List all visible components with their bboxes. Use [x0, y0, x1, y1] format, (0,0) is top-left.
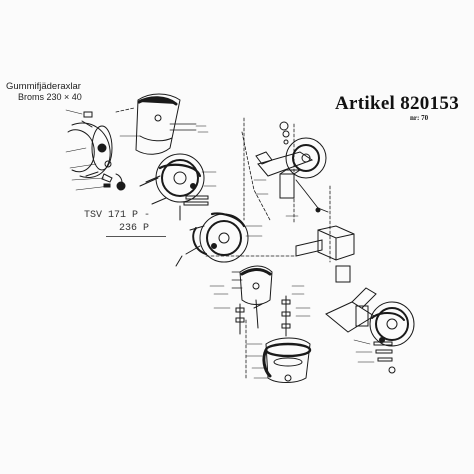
hub-assembly-upper-right: [255, 121, 329, 213]
rubber-spring-cylinder-upper: [135, 93, 197, 155]
model-label-line1: TSV 171 P -: [84, 210, 151, 221]
small-parts-left: [83, 111, 126, 191]
brake-backplate-center: [175, 212, 249, 267]
diagram-header-title: Gummifjäderaxlar: [6, 81, 81, 92]
diagram-header-subtitle: Broms 230 × 40: [18, 92, 82, 102]
article-number: nr: 70: [410, 114, 429, 122]
bolt-stack-lower: [235, 295, 291, 337]
brake-drum-lower: [262, 337, 312, 383]
brake-drum-left: [67, 120, 113, 178]
brake-pin-upper: [179, 195, 209, 221]
article-title: Artikel 820153: [335, 93, 459, 114]
hub-assembly-lower-right: [325, 287, 415, 374]
rubber-spring-cylinder-lower: [231, 265, 273, 305]
model-underline: [106, 236, 166, 237]
axle-block-center: [295, 225, 355, 283]
callout-leaders: [65, 109, 375, 379]
model-label-line2: 236 P: [119, 223, 150, 234]
assembly-axis-lines: [115, 107, 331, 381]
